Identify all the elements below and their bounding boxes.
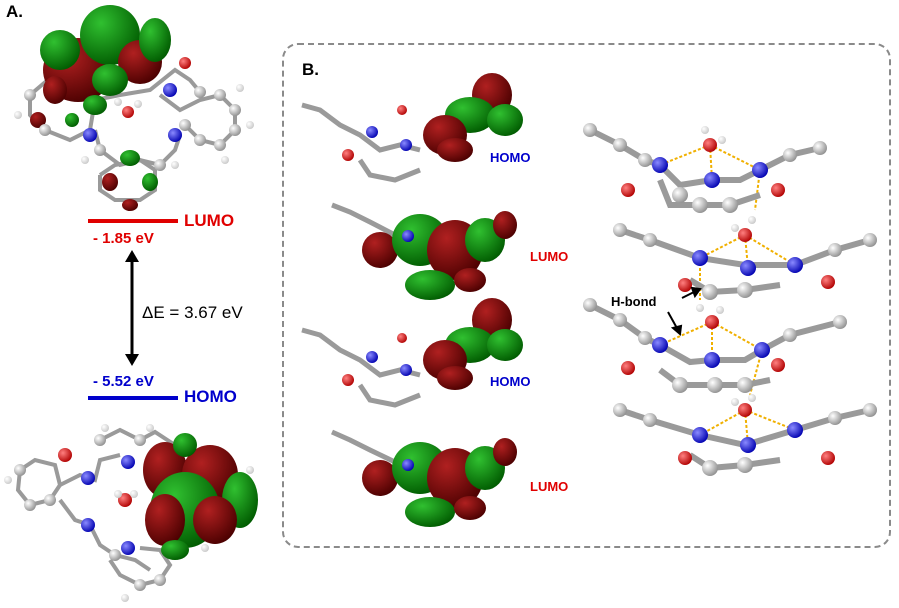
- hbond-label: H-bond: [611, 294, 657, 309]
- orbital-tag-lumo-1: LUMO: [530, 249, 569, 264]
- orbital-stack-homo-1: [301, 73, 523, 183]
- orbital-tag-homo-2: HOMO: [490, 374, 531, 389]
- lumo-molecule-model: [14, 5, 254, 211]
- panel-b-label: B.: [302, 60, 319, 79]
- homo-label: HOMO: [184, 387, 237, 406]
- lumo-label: LUMO: [184, 211, 235, 230]
- orbital-stack-homo-2: [301, 298, 523, 408]
- orbital-tag-lumo-2: LUMO: [530, 479, 569, 494]
- homo-energy: - 5.52 eV: [93, 373, 154, 390]
- panel-a-label: A.: [6, 2, 23, 21]
- hbonded-stack-model: [583, 123, 877, 476]
- energy-gap-arrow: [125, 250, 139, 366]
- orbital-stack-lumo-2: [330, 429, 517, 527]
- panel-b-frame: [282, 43, 891, 548]
- orbital-tag-homo-1: HOMO: [490, 150, 531, 165]
- lumo-level-line: [88, 219, 178, 223]
- lumo-energy: - 1.85 eV: [93, 230, 154, 247]
- orbital-stack-lumo-1: [331, 202, 517, 300]
- homo-molecule-model: [4, 424, 258, 602]
- energy-gap-label: ΔE = 3.67 eV: [142, 303, 243, 322]
- homo-level-line: [88, 396, 178, 400]
